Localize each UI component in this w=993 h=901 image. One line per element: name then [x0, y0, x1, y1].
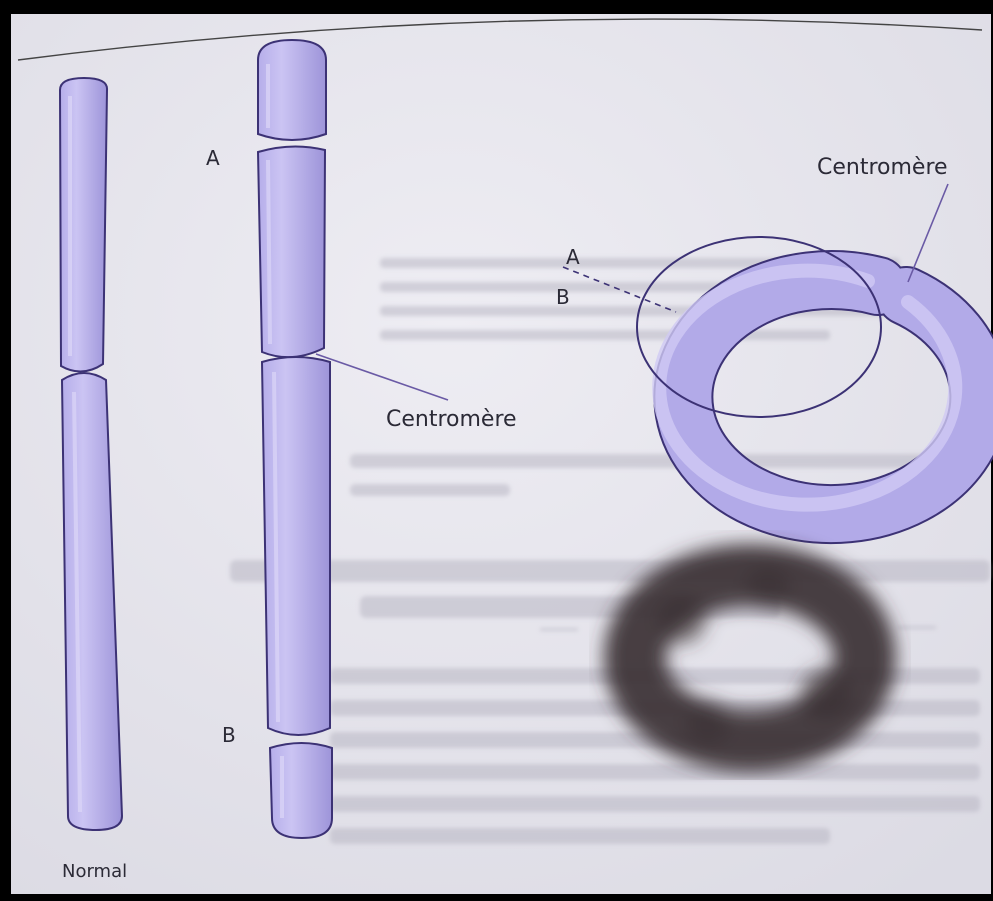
- broken-chromosome: [258, 40, 332, 838]
- ring-point-a-label: A: [566, 245, 580, 269]
- normal-chromosome-upper-arm: [60, 78, 107, 372]
- centromere-label: Centromère: [386, 407, 517, 432]
- break-point-a-label: A: [206, 146, 220, 170]
- broken-chromosome-distal-fragment-bottom: [270, 743, 332, 838]
- ring-point-b-label: B: [556, 285, 570, 309]
- ring-centromere-label: Centromère: [817, 155, 948, 180]
- break-point-b-label: B: [222, 723, 236, 747]
- normal-label: Normal: [62, 861, 127, 882]
- broken-chromosome-lower-arm: [262, 357, 330, 735]
